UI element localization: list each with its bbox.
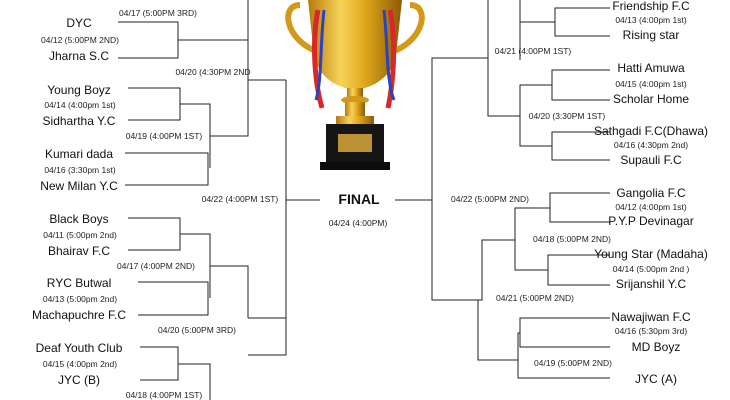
left-r2-b [210,80,249,137]
match-time: 04/15 (4:00pm 1st) [615,79,687,89]
team-name: Scholar Home [612,92,690,106]
team-name: Srijanshil Y.C [615,277,687,291]
team-name: RYC Butwal [46,276,112,290]
match-time: 04/14 (5:00pm 2nd ) [612,264,690,274]
team-name: Deaf Youth Club [35,341,123,355]
round2-time: 04/20 (5:00PM 3RD) [158,325,236,335]
round2-time: 04/20 (4:30PM 2ND [175,67,251,77]
team-name: Young Boyz [47,83,111,97]
left-qf-top [247,40,286,81]
round2-time: 04/18 (4:00PM 1ST) [125,390,203,400]
team-name: Bhairav F.C [47,244,111,258]
round2-time: 04/18 (5:00PM 2ND) [533,234,611,244]
match-time: 04/13 (5:00pm 2nd) [42,294,118,304]
round2-time: 04/19 (4:00PM 1ST) [125,131,203,141]
right-r2-d [517,332,610,379]
left-semi-time: 04/22 (4:00PM 1ST) [201,194,279,204]
right-qf-bottom [477,239,518,361]
team-name: Jharna S.C [48,49,110,63]
match-time: 04/14 (4:00pm 1st) [44,100,116,110]
left-r2-d [210,265,249,318]
round2-time: 04/19 (5:00PM 2ND) [534,358,612,368]
left-top-cut-time: 04/17 (5:00PM 3RD) [119,8,197,18]
team-name: Nawajiwan F.C [611,310,691,324]
team-name: Machapuchre F.C [31,308,127,322]
right-r2-c [514,207,550,271]
right-semi [395,57,488,301]
left-bracket-3 [125,152,209,186]
left-semi [285,80,320,318]
left-r2-a [180,103,211,168]
match-time: 04/16 (3:30pm 1st) [44,165,116,175]
left-r2-c [180,233,211,298]
team-name: New Milan Y.C [40,179,118,193]
team-name: Black Boys [49,212,109,226]
team-name: JYC (B) [58,373,100,387]
right-semi-time: 04/22 (5:00PM 2ND) [451,194,529,204]
team-name: Rising star [622,28,680,42]
left-qf-bottom [248,317,287,356]
match-time: 04/16 (4:30pm 2nd) [613,140,689,150]
round2-time: 04/21 (5:00PM 2ND) [496,293,574,303]
final-time: 04/24 (4:00PM) [328,218,388,228]
team-name: Sathgadi F.C(Dhawa) [593,124,709,138]
team-name: Hatti Amuwa [617,61,685,75]
team-name: JYC (A) [635,372,677,386]
final-title: FINAL [338,191,380,207]
match-time: 04/16 (5:30pm 3rd) [614,326,688,336]
left-bracket-5 [138,281,209,316]
left-r2-e [178,363,211,400]
round2-time: 04/21 (4:00PM 1ST) [494,46,572,56]
match-time: 04/13 (4:00pm 1st) [615,15,687,25]
team-name: Young Star (Madaha) [594,247,708,261]
team-name: Friendship F.C [612,0,690,13]
round2-time: 04/17 (4:00PM 2ND) [117,261,195,271]
match-time: 04/12 (4:00pm 1st) [615,202,687,212]
team-name: MD Boyz [631,340,681,354]
match-time: 04/15 (4:00pm 2nd) [42,359,118,369]
match-time: 04/11 (5:00pm 2nd) [43,230,117,240]
team-name: Gangolia F.C [616,186,686,200]
team-name: Sidhartha Y.C [42,114,116,128]
team-name: Kumari dada [44,147,114,161]
round2-time: 04/20 (3:30PM 1ST) [528,111,606,121]
match-time: 04/12 (5:00PM 2ND) [41,35,119,45]
team-name: DYC [66,16,92,30]
team-name: P.Y.P Devinagar [608,214,694,228]
team-name: Supauli F.C [620,153,682,167]
